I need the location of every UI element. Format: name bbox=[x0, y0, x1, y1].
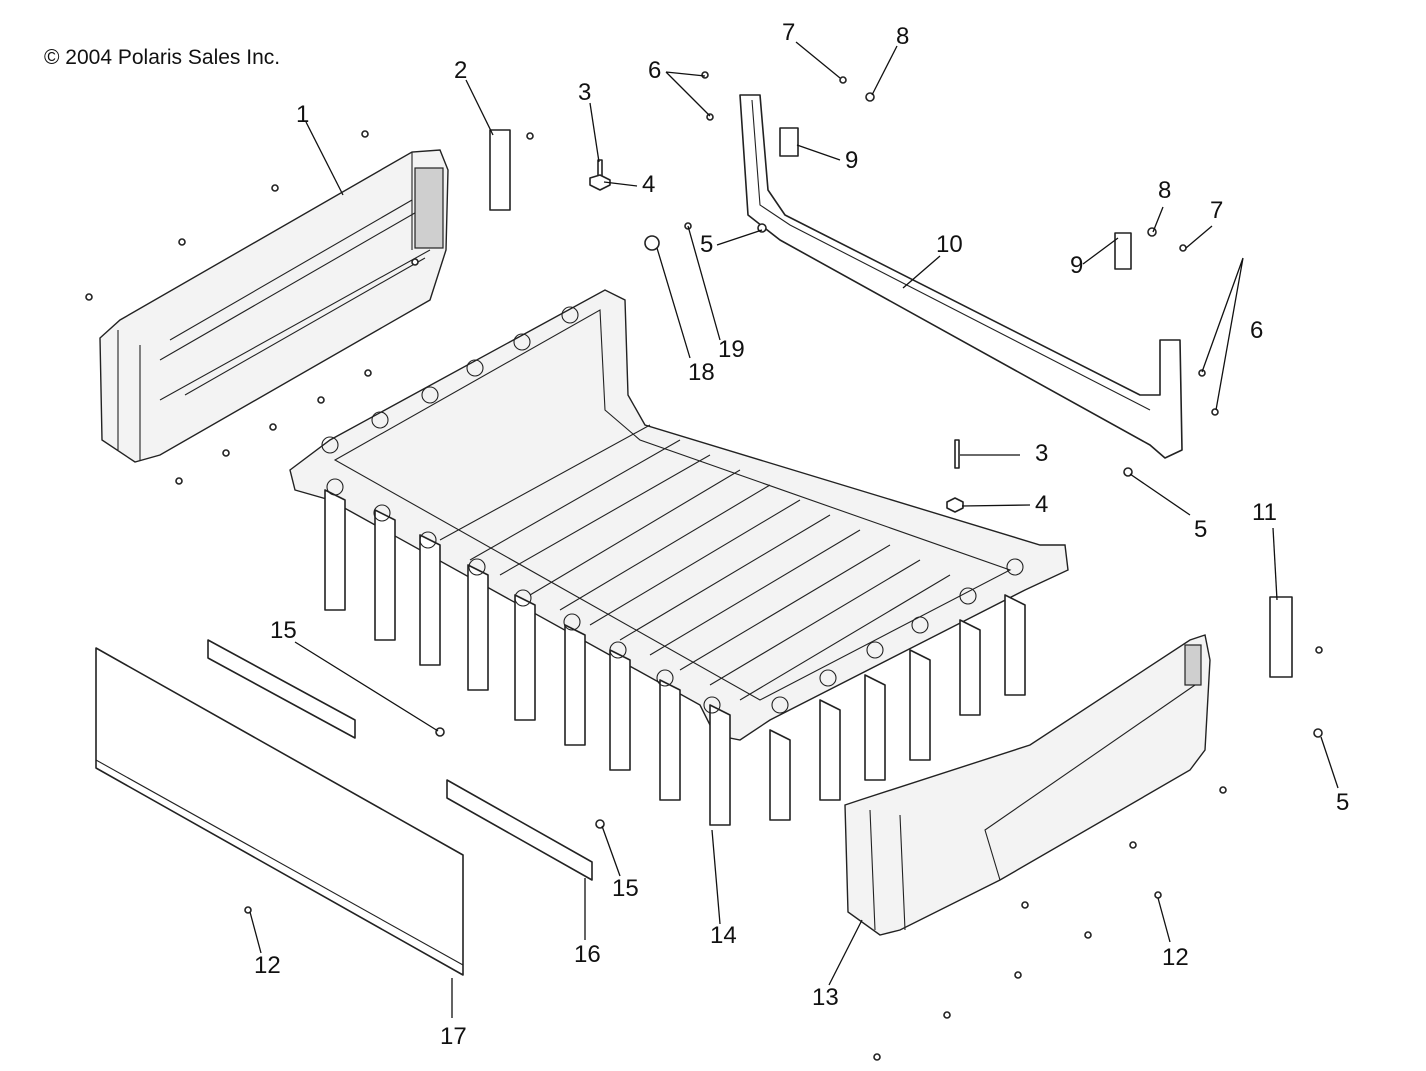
callout-5: 5 bbox=[1336, 789, 1349, 816]
tailgate-strips bbox=[207, 639, 593, 881]
copyright-notice: © 2004 Polaris Sales Inc. bbox=[44, 46, 281, 69]
callout-15: 15 bbox=[612, 875, 639, 902]
callout-2: 2 bbox=[454, 57, 467, 84]
callout-labels: 1 2 3 4 6 7 8 9 5 10 18 19 3 4 5 9 8 7 6… bbox=[254, 19, 1349, 1050]
callout-12: 12 bbox=[1162, 944, 1189, 971]
callout-19: 19 bbox=[718, 336, 745, 363]
callout-5: 5 bbox=[700, 231, 713, 258]
cargo-box bbox=[289, 289, 1069, 826]
callout-4: 4 bbox=[642, 171, 655, 198]
callout-3: 3 bbox=[1035, 440, 1048, 467]
left-side-panel bbox=[99, 149, 449, 463]
callout-13: 13 bbox=[812, 984, 839, 1011]
callout-12: 12 bbox=[254, 952, 281, 979]
callout-8: 8 bbox=[896, 23, 909, 50]
callout-6: 6 bbox=[1250, 317, 1263, 344]
callout-17: 17 bbox=[440, 1023, 467, 1050]
leader-lines bbox=[249, 41, 1339, 1018]
callout-6: 6 bbox=[648, 57, 661, 84]
callout-8: 8 bbox=[1158, 177, 1171, 204]
callout-7: 7 bbox=[782, 19, 795, 46]
callout-11: 11 bbox=[1252, 499, 1277, 526]
right-side-panel bbox=[844, 634, 1211, 936]
callout-3: 3 bbox=[578, 79, 591, 106]
callout-1: 1 bbox=[296, 101, 309, 128]
callout-9: 9 bbox=[845, 147, 858, 174]
callout-7: 7 bbox=[1210, 197, 1223, 224]
callout-4: 4 bbox=[1035, 491, 1048, 518]
callout-16: 16 bbox=[574, 941, 601, 968]
callout-18: 18 bbox=[688, 359, 715, 386]
callout-5: 5 bbox=[1194, 516, 1207, 543]
callout-14: 14 bbox=[710, 922, 737, 949]
callout-15: 15 bbox=[270, 617, 297, 644]
small-parts bbox=[85, 71, 1323, 1061]
callout-10: 10 bbox=[936, 231, 963, 258]
callout-9: 9 bbox=[1070, 252, 1083, 279]
rear-frame bbox=[739, 94, 1183, 459]
tailgate bbox=[95, 647, 464, 976]
